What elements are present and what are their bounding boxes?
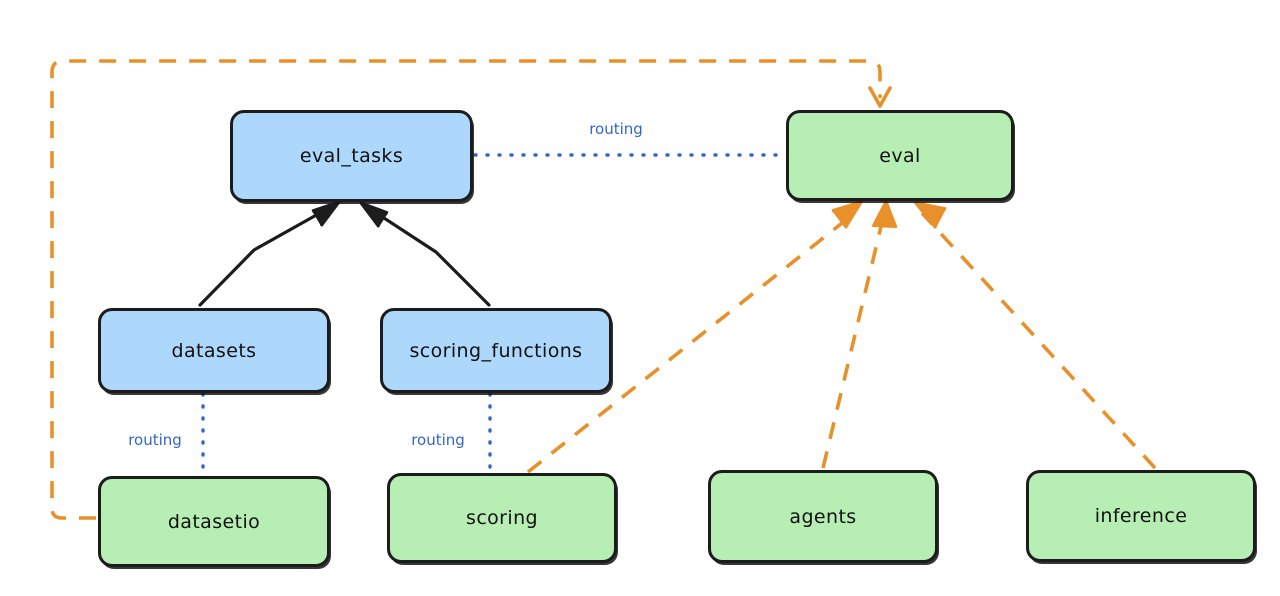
- node-label: inference: [1094, 505, 1188, 527]
- node-label: eval_tasks: [299, 145, 404, 167]
- node-eval-tasks[interactable]: eval_tasks: [230, 110, 473, 202]
- node-label: scoring: [466, 507, 538, 529]
- node-scoring-functions[interactable]: scoring_functions: [380, 308, 612, 393]
- node-label: agents: [789, 505, 857, 528]
- edge-label-routing-eval-tasks: routing: [589, 120, 643, 138]
- node-inference[interactable]: inference: [1026, 470, 1256, 562]
- node-label: datasets: [171, 339, 257, 362]
- node-eval[interactable]: eval: [786, 110, 1014, 201]
- edge-scoring-functions-to-eval-tasks: [359, 201, 491, 307]
- node-label: eval: [879, 144, 921, 167]
- node-agents[interactable]: agents: [708, 470, 938, 563]
- edge-agents-to-eval: [821, 200, 898, 469]
- node-datasets[interactable]: datasets: [98, 308, 330, 393]
- edge-label-routing-datasets: routing: [128, 431, 182, 449]
- edge-scoring-to-eval: [526, 200, 863, 474]
- node-label: datasetio: [167, 510, 261, 533]
- node-datasetio[interactable]: datasetio: [98, 476, 330, 567]
- edge-inference-to-eval: [914, 201, 1157, 470]
- edge-label-routing-scoring-functions: routing: [411, 431, 465, 449]
- node-scoring[interactable]: scoring: [387, 473, 617, 563]
- edge-datasets-to-eval-tasks: [198, 200, 341, 307]
- edge-datasetio-to-eval: [50, 59, 892, 520]
- node-label: scoring_functions: [409, 339, 583, 362]
